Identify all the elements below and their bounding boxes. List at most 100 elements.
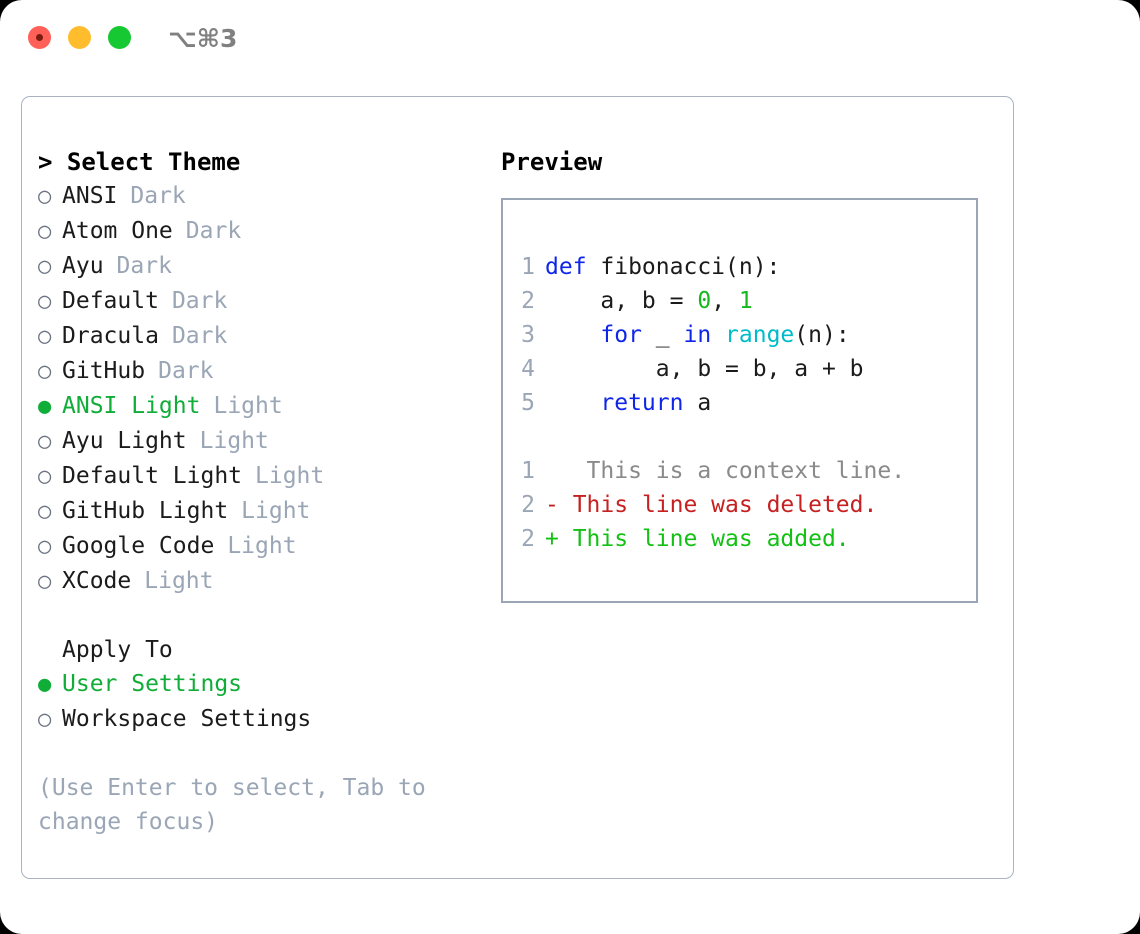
theme-kind-label: Dark — [171, 323, 228, 349]
radio-selected-icon: ● — [38, 394, 52, 419]
radio-selected-icon: ● — [38, 672, 52, 697]
radio-unselected-icon: ○ — [38, 289, 52, 314]
code-token-txt: , — [711, 288, 739, 314]
diff-line-ctx: 1 This is a context line. — [521, 454, 976, 488]
apply-to-label: User Settings — [62, 671, 243, 697]
apply-to-options[interactable]: ● User Settings ○Workspace Settings — [38, 667, 498, 737]
theme-kind-label: Dark — [116, 253, 172, 279]
code-token-num: 0 — [697, 288, 712, 314]
theme-name-label: ANSI Light — [62, 393, 201, 419]
theme-name-label: Default — [62, 288, 159, 314]
apply-to-header: Apply To — [62, 637, 173, 663]
code-diff-separator — [521, 420, 976, 454]
theme-option-google-code[interactable]: ○ Google Code Light — [38, 529, 498, 564]
code-token-txt: a, b = b, a + b — [545, 356, 864, 382]
code-line: 4 a, b = b, a + b — [521, 352, 976, 386]
diff-line-add: 2 + This line was added. — [521, 522, 976, 556]
diff-text: This line was added. — [558, 526, 850, 552]
apply-to-option-workspace-settings[interactable]: ○Workspace Settings — [38, 702, 498, 737]
theme-kind-label: Dark — [158, 358, 214, 384]
minimize-window-button[interactable] — [68, 26, 91, 49]
theme-kind-label: Dark — [185, 218, 242, 244]
theme-name-label: Google Code — [62, 533, 215, 559]
theme-kind-label: Light — [213, 393, 283, 419]
theme-name-label: Ayu Light — [62, 428, 187, 454]
diff-line-del: 2- This line was deleted. — [521, 488, 976, 522]
theme-name-label: Dracula — [62, 323, 159, 349]
radio-unselected-icon: ○ — [38, 534, 52, 559]
theme-option-ayu[interactable]: ○ Ayu Dark — [38, 249, 498, 284]
radio-unselected-icon: ○ — [38, 707, 52, 732]
apply-to-option-user-settings[interactable]: ● User Settings — [38, 667, 498, 702]
theme-option-atom-one[interactable]: ○ Atom One Dark — [38, 214, 498, 249]
preview-header: Preview — [501, 148, 603, 176]
theme-kind-label: Light — [255, 463, 325, 489]
line-number: 5 — [521, 390, 535, 416]
theme-option-xcode[interactable]: ○ XCode Light — [38, 564, 498, 599]
theme-name-label: XCode — [62, 568, 132, 594]
theme-option-default[interactable]: ○ Default Dark — [38, 284, 498, 319]
theme-kind-label: Light — [199, 428, 269, 454]
theme-kind-label: Light — [144, 568, 214, 594]
diff-text: This is a context line. — [558, 458, 906, 484]
code-token-txt: a — [683, 390, 712, 416]
radio-unselected-icon: ○ — [38, 569, 52, 594]
theme-name-label: Ayu — [62, 253, 104, 279]
apply-to-section: Apply To ● User Settings ○Workspace Settin… — [38, 633, 498, 737]
code-token-txt — [711, 322, 725, 348]
code-token-kw: for — [600, 322, 642, 348]
code-token-txt: (n): — [794, 322, 850, 348]
code-token-kw: def — [545, 254, 587, 280]
code-token-txt: _ — [641, 322, 684, 348]
diff-marker: + — [545, 526, 559, 552]
diff-sample: 1 This is a context line.2- This line wa… — [521, 454, 976, 556]
theme-kind-label: Dark — [171, 288, 228, 314]
theme-name-label: ANSI — [62, 183, 118, 209]
radio-unselected-icon: ○ — [38, 464, 52, 489]
line-number: 1 — [521, 254, 535, 280]
code-token-txt: a, b = — [545, 288, 698, 314]
code-token-txt: fibonacci(n): — [586, 254, 781, 280]
code-line: 3 for _ in range(n): — [521, 318, 976, 352]
code-token-txt — [545, 322, 600, 348]
line-number: 3 — [521, 322, 535, 348]
code-line: 1 def fibonacci(n): — [521, 250, 976, 284]
window-controls — [28, 26, 131, 49]
line-number: 2 — [521, 526, 535, 552]
line-number: 2 — [521, 492, 535, 518]
line-number: 2 — [521, 288, 535, 314]
theme-option-dracula[interactable]: ○ Dracula Dark — [38, 319, 498, 354]
close-window-button[interactable] — [28, 26, 51, 49]
code-token-txt — [545, 390, 600, 416]
radio-unselected-icon: ○ — [38, 254, 52, 279]
maximize-window-button[interactable] — [108, 26, 131, 49]
keyboard-shortcut-label: ⌥⌘3 — [168, 24, 238, 53]
theme-option-ansi-light[interactable]: ● ANSI Light Light — [38, 389, 498, 424]
theme-kind-label: Light — [227, 533, 297, 559]
radio-unselected-icon: ○ — [38, 359, 52, 384]
theme-name-label: GitHub Light — [62, 498, 229, 524]
code-token-kw: in — [683, 322, 712, 348]
diff-text: This line was deleted. — [558, 492, 878, 518]
radio-unselected-icon: ○ — [38, 219, 52, 244]
title-bar: ⌥⌘3 — [0, 0, 1140, 80]
code-line: 2 a, b = 0, 1 — [521, 284, 976, 318]
code-token-kw: return — [600, 390, 684, 416]
keyboard-hint-text: (Use Enter to select, Tab to change focu… — [38, 775, 440, 835]
code-token-num: 1 — [738, 288, 753, 314]
radio-unselected-icon: ○ — [38, 324, 52, 349]
line-number: 4 — [521, 356, 535, 382]
theme-name-label: Atom One — [62, 218, 173, 244]
